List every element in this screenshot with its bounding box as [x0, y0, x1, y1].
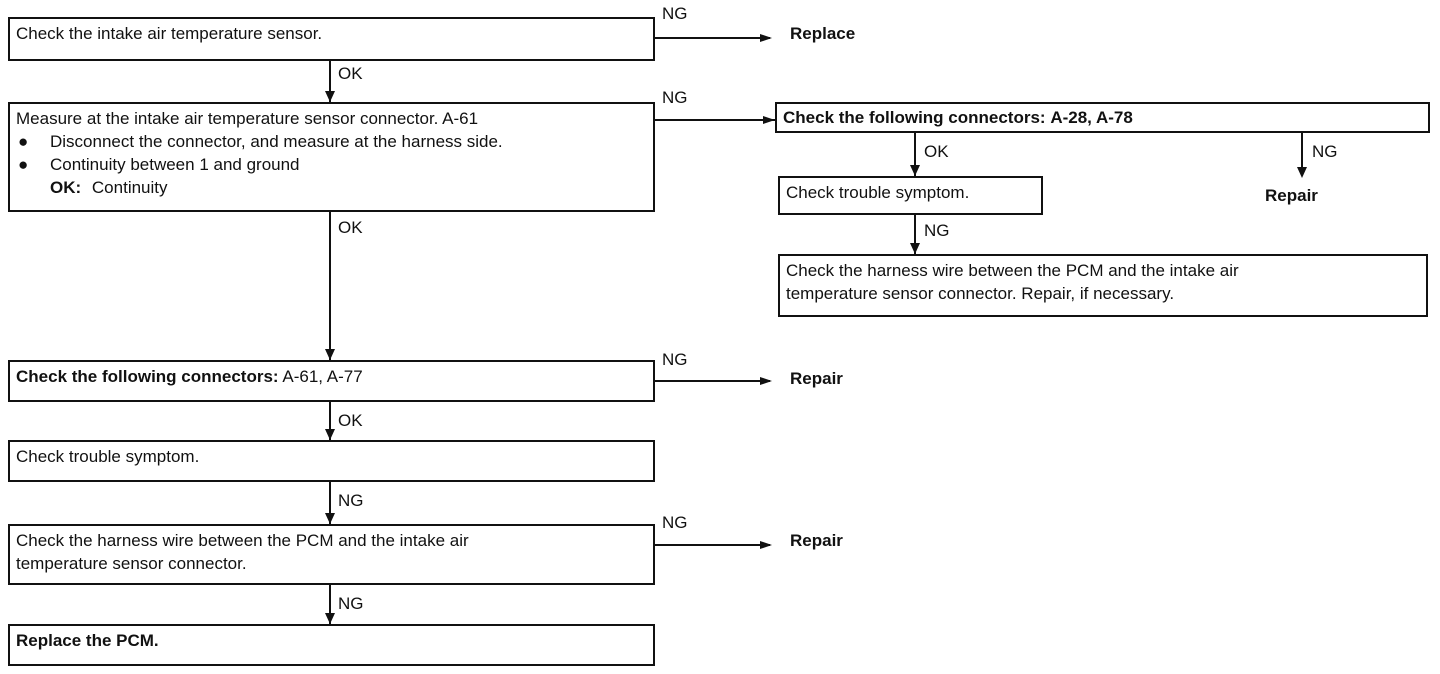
step-check-harness-wire-side: Check the harness wire between the PCM a… [778, 254, 1428, 317]
bullet-icon: ● [18, 132, 29, 151]
step-check-connectors-main: Check the following connectors: A-61, A-… [8, 360, 655, 402]
bullet-icon: ● [18, 155, 29, 174]
step-measure-connector: Measure at the intake air temperature se… [8, 102, 655, 212]
connectors-list: A-28, A-78 [1050, 108, 1133, 127]
step-check-connectors-side: Check the following connectors: A-28, A-… [775, 102, 1430, 133]
step-check-harness-wire: Check the harness wire between the PCM a… [8, 524, 655, 585]
branch-label-ng: NG [1312, 142, 1338, 161]
harness-line: Check the harness wire between the PCM a… [786, 261, 1239, 280]
step-check-trouble-symptom-side: Check trouble symptom. [778, 176, 1043, 215]
result-repair-harness: Repair [790, 531, 843, 550]
branch-label-ng: NG [662, 88, 688, 107]
measure-bullet: ● Continuity between 1 and ground [16, 153, 647, 176]
result-repair-side: Repair [1265, 186, 1318, 205]
branch-label-ng: NG [662, 513, 688, 532]
branch-label-ok: OK [338, 218, 363, 237]
step-text: Check the intake air temperature sensor. [16, 24, 323, 43]
bullet-text: Continuity between 1 and ground [50, 155, 300, 174]
connectors-list: A-61, A-77 [282, 367, 363, 386]
step-text: Replace the PCM. [16, 631, 159, 650]
branch-label-ng: NG [662, 350, 688, 369]
connectors-prefix: Check the following connectors: [16, 367, 279, 386]
branch-label-ok: OK [338, 64, 363, 83]
harness-line: temperature sensor connector. [16, 554, 247, 573]
branch-label-ng: NG [338, 594, 364, 613]
measure-title: Measure at the intake air temperature se… [16, 109, 479, 128]
measure-bullet: ● Disconnect the connector, and measure … [16, 130, 647, 153]
step-check-trouble-symptom: Check trouble symptom. [8, 440, 655, 482]
result-replace: Replace [790, 24, 856, 43]
step-replace-pcm: Replace the PCM. [8, 624, 655, 666]
connectors-prefix: Check the following connectors: [783, 108, 1046, 127]
ok-criteria-value: Continuity [91, 178, 168, 197]
ok-criteria-label: OK: [50, 178, 82, 197]
branch-label-ok: OK [338, 411, 363, 430]
step-text: Check trouble symptom. [786, 183, 970, 202]
bullet-text: Disconnect the connector, and measure at… [50, 132, 503, 151]
harness-line: Check the harness wire between the PCM a… [16, 531, 469, 550]
branch-label-ok: OK [924, 142, 949, 161]
result-repair-connectors: Repair [790, 369, 843, 388]
branch-label-ng: NG [662, 4, 688, 23]
measure-ok-criteria: OK: Continuity [16, 176, 647, 199]
harness-line: temperature sensor connector. Repair, if… [786, 284, 1175, 303]
step-text: Check trouble symptom. [16, 447, 200, 466]
branch-label-ng: NG [924, 221, 950, 240]
branch-label-ng: NG [338, 491, 364, 510]
step-check-iat-sensor: Check the intake air temperature sensor. [8, 17, 655, 61]
